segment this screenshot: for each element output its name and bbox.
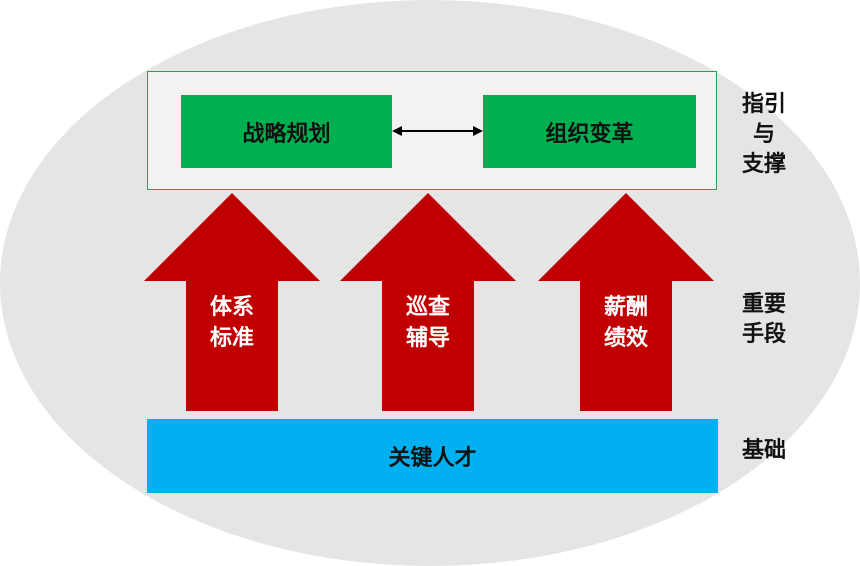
pillar-arrow-2 <box>340 193 516 411</box>
key-talent-label: 关键人才 <box>388 446 477 471</box>
side-label-means: 重要 手段 <box>741 292 786 347</box>
org-change-label: 组织变革 <box>545 121 634 147</box>
pillar-arrow-1 <box>144 193 320 411</box>
double-arrow-icon <box>392 126 483 136</box>
pillar-label-2: 巡查 辅导 <box>405 295 450 351</box>
side-label-guidance: 指引 与 支撑 <box>741 92 786 177</box>
pillar-label-3: 薪酬 绩效 <box>603 295 648 351</box>
strategic-planning-box: 战略规划 <box>181 95 392 168</box>
pillar-arrow-3 <box>538 193 714 411</box>
pillar-label-1: 体系 标准 <box>209 295 254 351</box>
key-talent-base: 关键人才 <box>147 419 718 493</box>
strategic-planning-label: 战略规划 <box>242 121 331 147</box>
side-label-foundation: 基础 <box>741 438 786 463</box>
org-change-box: 组织变革 <box>483 95 696 168</box>
